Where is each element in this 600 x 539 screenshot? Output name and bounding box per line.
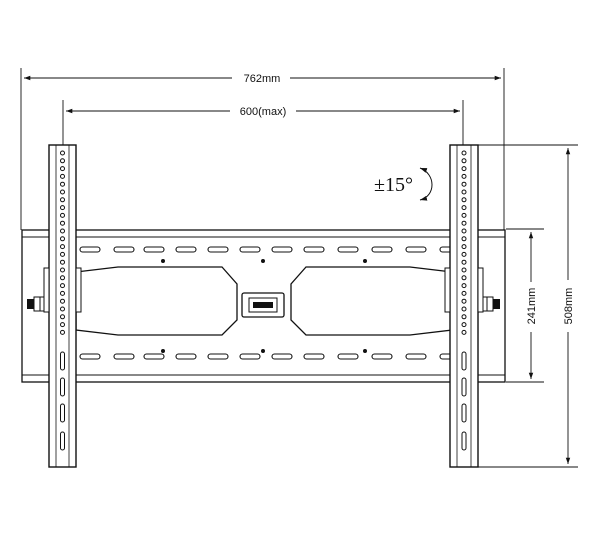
rail-hole (60, 251, 65, 257)
rail-hole (461, 244, 467, 250)
rail-hole (461, 298, 467, 304)
mounting-slot (207, 353, 229, 360)
rail-hole (461, 181, 467, 187)
left-cutout (75, 266, 238, 336)
rail-hole (60, 150, 65, 156)
mounting-slot (371, 246, 393, 253)
rail-hole (461, 197, 467, 203)
rail-hole (461, 329, 467, 335)
mounting-slot (337, 353, 359, 360)
mounting-slot (143, 353, 165, 360)
mounting-slot (175, 353, 197, 360)
left-knob (27, 296, 47, 312)
mounting-slot (113, 246, 135, 253)
rail-hole (461, 158, 467, 164)
rail-hole (461, 259, 467, 265)
rail-hole (60, 236, 65, 242)
rail-slot (461, 403, 467, 423)
rail-hole (461, 173, 467, 179)
max-spacing-label: 600(max) (240, 106, 286, 118)
right-rail-slots (461, 351, 467, 451)
rail-hole (60, 329, 65, 335)
mounting-slot (143, 246, 165, 253)
overall-width-label: 762mm (244, 73, 281, 85)
rail-hole (461, 314, 467, 320)
rail-slot (60, 377, 65, 397)
tilt-angle-label: ±15° (374, 174, 413, 196)
rail-hole (461, 322, 467, 328)
rail-hole (461, 150, 467, 156)
mounting-slot (371, 353, 393, 360)
mounting-slot (79, 353, 101, 360)
rail-slot (461, 377, 467, 397)
rail-hole (60, 228, 65, 234)
rail-hole (60, 306, 65, 312)
mounting-slot (271, 353, 293, 360)
mounting-slot (405, 246, 427, 253)
rail-hole (461, 283, 467, 289)
rail-hole (461, 189, 467, 195)
rail-hole (461, 228, 467, 234)
mounting-slot (207, 246, 229, 253)
rail-hole (461, 251, 467, 257)
wall-plate (21, 229, 506, 383)
rail-hole (60, 173, 65, 179)
rail-hole (60, 205, 65, 211)
left-rail-slots (60, 351, 65, 451)
mounting-slot (271, 246, 293, 253)
tilt-arrow-icon (419, 167, 433, 201)
rail-hole (461, 236, 467, 242)
rail-hole (60, 189, 65, 195)
rail-hole (461, 290, 467, 296)
rail-slot (60, 351, 65, 371)
right-vertical-rail (444, 144, 484, 468)
rail-slot (461, 431, 467, 451)
mounting-slot (239, 246, 261, 253)
mounting-slot (337, 246, 359, 253)
rail-slot (60, 431, 65, 451)
rail-hole (60, 298, 65, 304)
right-cutout (290, 266, 453, 336)
mounting-slot (175, 246, 197, 253)
left-rail-holes (60, 150, 65, 335)
rail-hole (60, 197, 65, 203)
rail-hole (461, 205, 467, 211)
rail-hole (60, 166, 65, 172)
right-rail-holes (461, 150, 467, 335)
rail-hole (60, 275, 65, 281)
rail-hole (461, 275, 467, 281)
rail-slot (60, 403, 65, 423)
rail-hole (461, 212, 467, 218)
mounting-slot (79, 246, 101, 253)
rail-hole (461, 166, 467, 172)
right-knob (480, 296, 500, 312)
rail-hole (60, 290, 65, 296)
plate-holes (161, 259, 367, 353)
rail-hole (461, 220, 467, 226)
rail-hole (60, 267, 65, 273)
mounting-slot (239, 353, 261, 360)
mounting-slot (405, 353, 427, 360)
bubble-level (241, 292, 285, 318)
mounting-slot (113, 353, 135, 360)
rail-hole (60, 220, 65, 226)
rail-hole (60, 259, 65, 265)
mounting-slot (303, 246, 325, 253)
rail-slot (461, 351, 467, 371)
mounting-slot (303, 353, 325, 360)
rail-hole (60, 322, 65, 328)
rail-hole (60, 212, 65, 218)
rail-hole (461, 306, 467, 312)
rail-height-label: 508mm (563, 288, 575, 325)
rail-hole (60, 181, 65, 187)
rail-hole (60, 283, 65, 289)
rail-hole (60, 158, 65, 164)
left-vertical-rail (43, 144, 82, 468)
plate-height-label: 241mm (526, 288, 538, 325)
rail-hole (60, 244, 65, 250)
rail-hole (461, 267, 467, 273)
rail-hole (60, 314, 65, 320)
